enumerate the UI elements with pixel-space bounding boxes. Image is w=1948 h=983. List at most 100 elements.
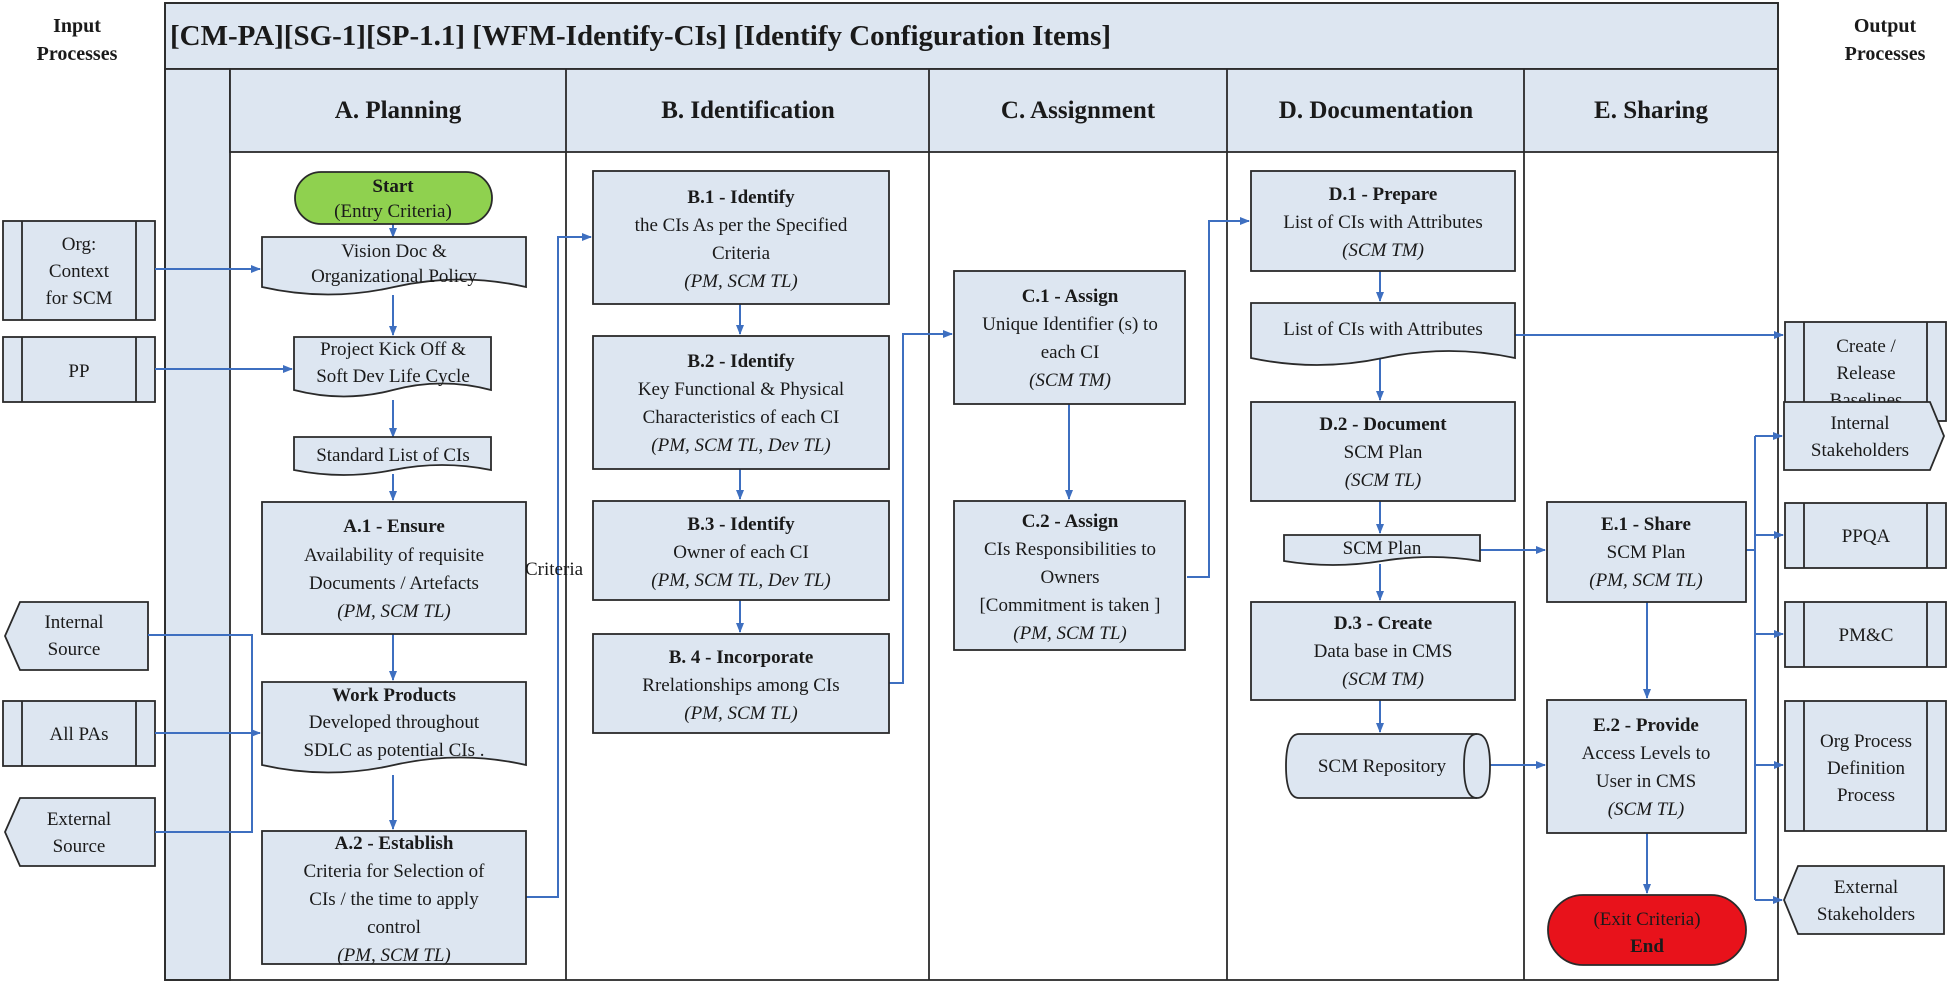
- svg-text:All PAs: All PAs: [50, 724, 109, 745]
- svg-text:Stakeholders: Stakeholders: [1817, 904, 1915, 925]
- svg-text:(SCM TM): (SCM TM): [1342, 240, 1424, 261]
- svg-text:(PM, SCM TL): (PM, SCM TL): [684, 271, 797, 292]
- svg-text:End: End: [1630, 936, 1664, 957]
- criteria-label: Criteria: [525, 559, 584, 580]
- svg-text:Unique Identifier (s) to: Unique Identifier (s) to: [982, 314, 1158, 335]
- column-header-c: C. Assignment: [1001, 97, 1156, 124]
- svg-text:List of CIs with Attributes: List of CIs with Attributes: [1283, 212, 1483, 233]
- svg-text:Org:: Org:: [62, 234, 96, 255]
- svg-text:E.1 - Share: E.1 - Share: [1601, 514, 1691, 535]
- scm-plan-document: SCM Plan: [1283, 534, 1481, 566]
- output-internal-stakeholders: Internal Stakeholders: [1783, 401, 1945, 471]
- svg-text:Characteristics of each CI: Characteristics of each CI: [643, 407, 840, 428]
- svg-text:Criteria for Selection of: Criteria for Selection of: [304, 861, 486, 882]
- svg-text:CIs / the time to apply: CIs / the time to apply: [309, 889, 479, 910]
- svg-text:Access Levels to: Access Levels to: [1582, 743, 1711, 764]
- svg-text:each CI: each CI: [1041, 342, 1100, 363]
- svg-text:(Entry Criteria): (Entry Criteria): [334, 201, 452, 222]
- svg-text:B.2 - Identify: B.2 - Identify: [687, 351, 795, 372]
- svg-text:A.2 - Establish: A.2 - Establish: [335, 833, 454, 854]
- svg-text:for SCM: for SCM: [45, 288, 112, 309]
- svg-text:A.1 - Ensure: A.1 - Ensure: [343, 516, 445, 537]
- svg-text:External: External: [1834, 877, 1898, 898]
- svg-text:Standard List of CIs: Standard List of CIs: [316, 445, 470, 466]
- step-d3: D.3 - Create Data base in CMS (SCM TM): [1250, 601, 1516, 701]
- svg-text:Definition: Definition: [1827, 758, 1906, 779]
- title-bar: [164, 2, 1779, 70]
- start-node: Start (Entry Criteria): [294, 171, 493, 225]
- input-external-source: External Source: [4, 797, 156, 867]
- svg-text:Soft Dev Life Cycle: Soft Dev Life Cycle: [316, 366, 470, 387]
- svg-text:Rrelationships among CIs: Rrelationships among CIs: [642, 675, 839, 696]
- column-header-b: B. Identification: [661, 97, 835, 124]
- svg-text:Project Kick Off &: Project Kick Off &: [320, 339, 466, 360]
- input-processes-label-2: Processes: [37, 43, 118, 65]
- svg-text:(PM, SCM TL): (PM, SCM TL): [337, 601, 450, 622]
- column-header-a: A. Planning: [335, 97, 462, 124]
- work-products-document: Work Products Developed throughout SDLC …: [261, 681, 527, 774]
- svg-text:(PM, SCM TL, Dev TL): (PM, SCM TL, Dev TL): [651, 435, 830, 456]
- svg-text:B. 4 - Incorporate: B. 4 - Incorporate: [669, 647, 814, 668]
- svg-text:Data base in CMS: Data base in CMS: [1314, 641, 1453, 662]
- main-frame: [164, 2, 1779, 981]
- svg-text:SCM Plan: SCM Plan: [1343, 538, 1422, 559]
- step-a1: A.1 - Ensure Availability of requisite D…: [261, 501, 527, 635]
- svg-text:D.3 - Create: D.3 - Create: [1334, 613, 1432, 634]
- svg-text:D.1 - Prepare: D.1 - Prepare: [1329, 184, 1438, 205]
- svg-text:List of CIs with Attributes: List of CIs with Attributes: [1283, 319, 1483, 340]
- step-e2: E.2 - Provide Access Levels to User in C…: [1546, 699, 1747, 834]
- step-b4: B. 4 - Incorporate Rrelationships among …: [592, 633, 890, 734]
- svg-text:Documents / Artefacts: Documents / Artefacts: [309, 573, 479, 594]
- svg-text:PP: PP: [68, 361, 89, 382]
- input-internal-source: Internal Source: [4, 601, 149, 671]
- svg-text:Internal: Internal: [44, 612, 103, 633]
- svg-text:control: control: [367, 917, 421, 938]
- input-processes-label: Input: [53, 15, 101, 37]
- svg-text:B.3 - Identify: B.3 - Identify: [687, 514, 795, 535]
- svg-text:PM&C: PM&C: [1839, 625, 1894, 646]
- svg-text:Org Process: Org Process: [1820, 731, 1912, 752]
- column-header-e: E. Sharing: [1594, 97, 1708, 124]
- svg-text:Organizational Policy: Organizational Policy: [311, 266, 477, 287]
- diagram-title: [CM-PA][SG-1][SP-1.1] [WFM-Identify-CIs]…: [170, 20, 1111, 52]
- svg-text:(SCM TL): (SCM TL): [1608, 799, 1685, 820]
- output-ppqa: PPQA: [1784, 502, 1947, 569]
- svg-text:Key Functional & Physical: Key Functional & Physical: [638, 379, 844, 400]
- kickoff-document: Project Kick Off & Soft Dev Life Cycle: [293, 336, 492, 398]
- svg-text:D.2 - Document: D.2 - Document: [1319, 414, 1447, 435]
- svg-text:E.2 - Provide: E.2 - Provide: [1593, 715, 1699, 736]
- vision-doc-document: Vision Doc & Organizational Policy: [261, 236, 527, 296]
- output-processes-label-2: Processes: [1845, 43, 1926, 65]
- standard-list-document: Standard List of CIs: [293, 436, 492, 476]
- step-c2: C.2 - Assign CIs Responsibilities to Own…: [953, 500, 1186, 651]
- svg-text:(Exit Criteria): (Exit Criteria): [1593, 909, 1700, 930]
- input-all-pas: All PAs: [2, 700, 156, 767]
- column-header-band: [229, 68, 1779, 153]
- svg-text:(PM, SCM TL): (PM, SCM TL): [1589, 570, 1702, 591]
- step-b1: B.1 - Identify the CIs As per the Specif…: [592, 170, 890, 305]
- svg-text:Work Products: Work Products: [332, 685, 456, 706]
- svg-text:(SCM TL): (SCM TL): [1345, 470, 1422, 491]
- svg-text:CIs Responsibilities to: CIs Responsibilities to: [984, 539, 1156, 560]
- svg-text:[Commitment is taken ]: [Commitment is taken ]: [979, 595, 1160, 616]
- input-pp: PP: [2, 336, 156, 403]
- output-org-process-definition: Org Process Definition Process: [1784, 700, 1947, 832]
- output-processes-label: Output: [1854, 15, 1917, 37]
- lane-gutter: [164, 68, 231, 981]
- svg-text:C.1 - Assign: C.1 - Assign: [1022, 286, 1119, 307]
- step-d2: D.2 - Document SCM Plan (SCM TL): [1250, 401, 1516, 502]
- svg-text:SCM Repository: SCM Repository: [1318, 756, 1447, 777]
- svg-text:Owner of each CI: Owner of each CI: [673, 542, 809, 563]
- flow-connectors: [148, 217, 1784, 904]
- svg-text:Start: Start: [372, 176, 414, 197]
- ci-list-document: List of CIs with Attributes: [1250, 302, 1516, 366]
- svg-text:Criteria: Criteria: [712, 243, 771, 264]
- end-node: (Exit Criteria) End: [1547, 894, 1747, 966]
- svg-text:SDLC as potential CIs .: SDLC as potential CIs .: [303, 740, 484, 761]
- svg-text:Source: Source: [53, 836, 106, 857]
- step-d1: D.1 - Prepare List of CIs with Attribute…: [1250, 170, 1516, 272]
- svg-text:(PM, SCM TL): (PM, SCM TL): [1013, 623, 1126, 644]
- input-org-context: Org: Context for SCM: [2, 220, 156, 321]
